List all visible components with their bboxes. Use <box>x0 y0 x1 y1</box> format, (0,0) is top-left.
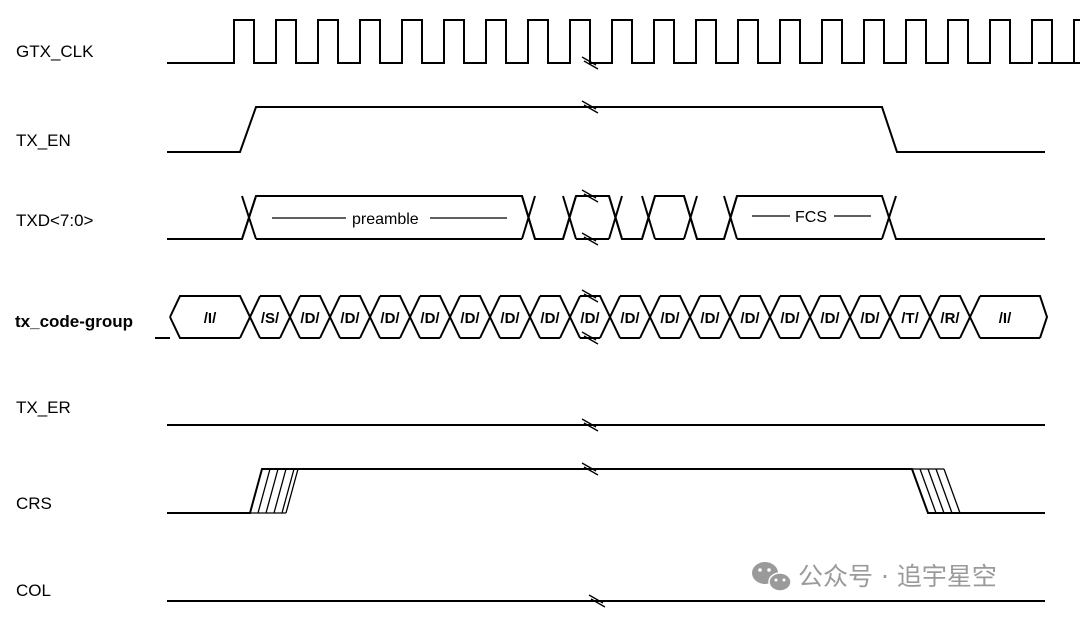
time-break-mark <box>581 418 599 432</box>
time-break-mark <box>588 594 606 608</box>
crs-rise-jitter <box>249 468 299 514</box>
crs-wave <box>167 468 1045 514</box>
code-group-cell: /D/ <box>340 310 360 327</box>
code-group-cell: /I/ <box>999 310 1012 327</box>
code-group-cell: /D/ <box>780 310 800 327</box>
code-group-outline-bottom <box>169 316 1040 339</box>
code-group-cell: /D/ <box>420 310 440 327</box>
time-break-mark <box>581 56 599 70</box>
code-group-cell: /D/ <box>860 310 880 327</box>
signal-label-txd-7-0-: TXD<7:0> <box>16 211 94 230</box>
txd-fcs-label: FCS <box>795 209 827 226</box>
time-break-mark <box>581 232 599 246</box>
signal-label-col: COL <box>16 581 51 600</box>
time-break-mark <box>581 189 599 203</box>
code-group-cell: /D/ <box>540 310 560 327</box>
gtx-clk-wave <box>167 19 1080 64</box>
code-group-cell: /D/ <box>660 310 680 327</box>
code-group-cell: /R/ <box>940 310 960 327</box>
code-group-cell: /D/ <box>380 310 400 327</box>
signal-label-tx-er: TX_ER <box>16 398 71 417</box>
time-break-mark <box>581 331 599 345</box>
code-group-cell: /D/ <box>820 310 840 327</box>
code-group-outline-top <box>169 295 1049 339</box>
signal-label-crs: CRS <box>16 494 52 513</box>
txd-wave-top <box>167 195 1045 240</box>
code-group-cell: /D/ <box>740 310 760 327</box>
time-break-mark <box>581 289 599 303</box>
code-group-cell: /T/ <box>901 310 919 327</box>
txd-transitions <box>241 195 897 240</box>
tx-en-wave <box>167 106 1045 153</box>
code-group-cell: /S/ <box>261 310 280 327</box>
code-group-labels: /I/ /S/ /D/ /D/ /D/ /D/ /D/ /D/ /D/ /D/ /D/ /D/ /D/ /… <box>204 310 1012 327</box>
time-break-mark <box>581 462 599 476</box>
code-group-cell: /D/ <box>300 310 320 327</box>
code-group-cell: /D/ <box>580 310 600 327</box>
code-group-cell: /I/ <box>204 310 217 327</box>
watermark-text: 公众号 · 追宇星空 <box>798 562 997 591</box>
code-group-cell: /D/ <box>700 310 720 327</box>
time-break-mark <box>581 100 599 114</box>
code-group-cell: /D/ <box>460 310 480 327</box>
crs-fall-jitter <box>911 468 961 514</box>
wechat-icon <box>752 562 792 592</box>
signal-label-tx-code-group: tx_code-group <box>15 312 133 331</box>
signal-label-tx-en: TX_EN <box>16 131 71 150</box>
code-group-cell: /D/ <box>500 310 520 327</box>
code-group-cell: /D/ <box>620 310 640 327</box>
txd-preamble-label: preamble <box>352 211 419 228</box>
signal-label-gtx-clk: GTX_CLK <box>16 42 94 61</box>
waveforms <box>155 19 1080 602</box>
time-break-marks <box>581 56 606 608</box>
